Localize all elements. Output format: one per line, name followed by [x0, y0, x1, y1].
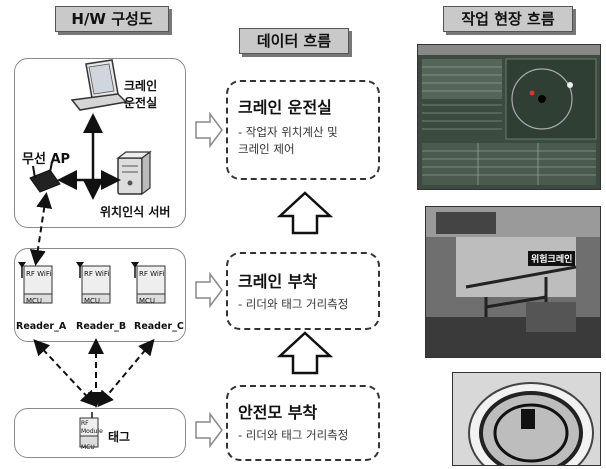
crane-site-photo: 위험크레인: [425, 206, 601, 358]
flow-step-crane-room: 크레인 운전실 - 작업자 위치계산 및 크레인 제어: [226, 80, 380, 180]
hazard-crane-label: 위험크레인: [528, 251, 576, 266]
tag-panel: [14, 408, 186, 458]
reader-b-label: Reader_B: [76, 321, 127, 332]
crane-photo-graphic: [426, 207, 600, 357]
server-icon: [116, 150, 152, 196]
software-screen-graphic: [418, 45, 600, 189]
flow-step-crane-mount: 크레인 부착 - 리더와 태그 거리측정: [226, 252, 380, 330]
hw-diagram-graphics: [18, 59, 166, 448]
flow-step-helmet-mount: 안전모 부착 - 리더와 태그 거리측정: [226, 385, 380, 461]
reader-a-icon: [18, 262, 53, 304]
reader-b-icon: [76, 262, 111, 304]
laptop-icon: [70, 59, 128, 111]
flow-step-desc: - 리더와 태그 거리측정: [238, 297, 349, 311]
location-server-label: 위치인식 서버: [100, 205, 171, 219]
tag-label: 태그: [108, 430, 131, 444]
reader-c-icon: [131, 262, 166, 304]
helmet-photo: [452, 372, 601, 466]
flow-step-title: 크레인 운전실: [238, 98, 332, 117]
tag-device-icon: [79, 412, 99, 448]
flow-step-desc: - 작업자 위치계산 및 크레인 제어: [238, 125, 338, 156]
flow-step-desc: - 리더와 태그 거리측정: [238, 428, 349, 442]
control-software-screenshot: [417, 44, 601, 190]
wireless-ap-label: 무선 AP: [22, 152, 71, 167]
reader-a-label: Reader_A: [16, 321, 67, 332]
hw-section-title: H/W 구성도: [55, 6, 169, 32]
flow-section-title: 데이터 흐름: [239, 28, 349, 54]
flow-step-title: 크레인 부착: [238, 272, 318, 291]
flow-arrows: [195, 111, 334, 449]
reader-c-label: Reader_C: [134, 321, 184, 332]
crane-room-label: 크레인 운전실: [124, 79, 158, 110]
helmet-photo-graphic: [453, 373, 600, 465]
site-section-title: 작업 현장 흐름: [443, 6, 573, 32]
flow-step-title: 안전모 부착: [238, 403, 318, 422]
